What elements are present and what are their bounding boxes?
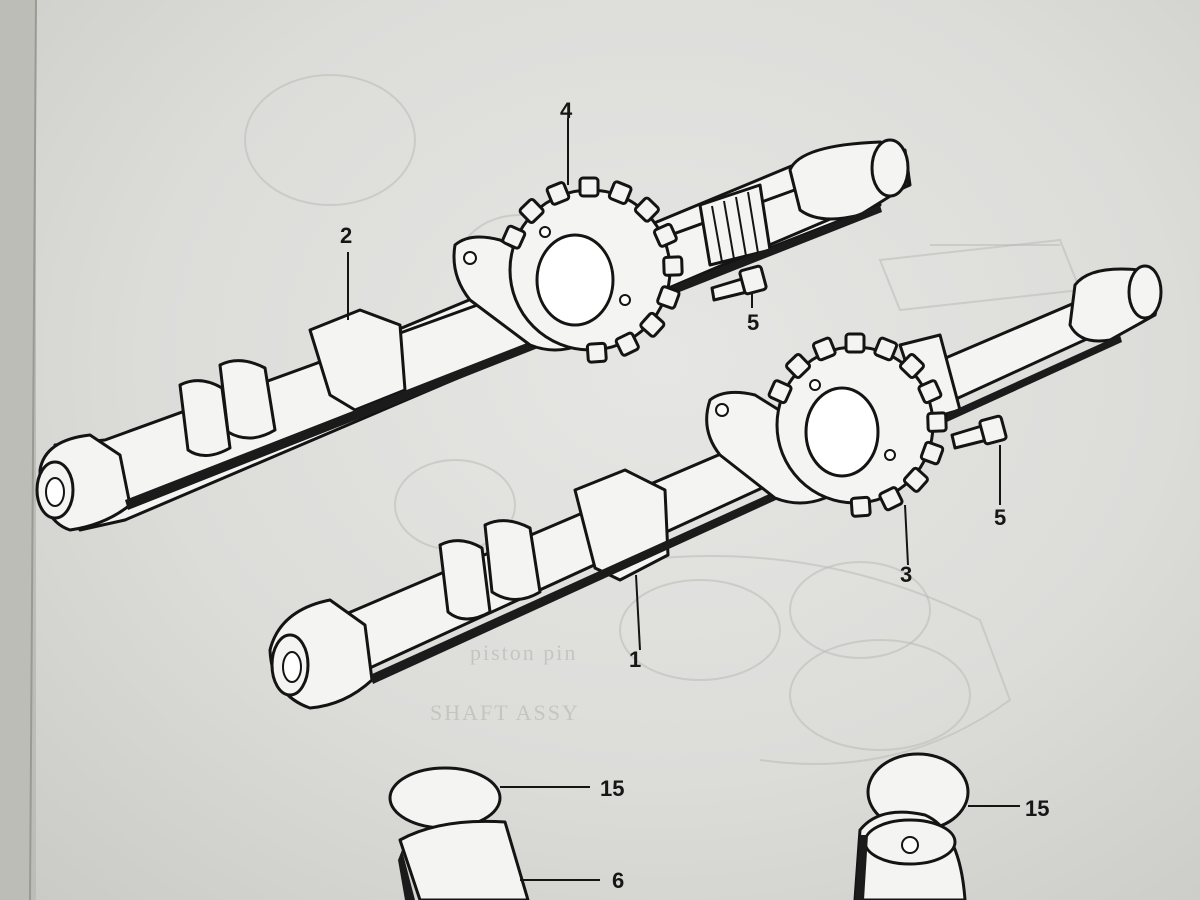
lifter-left xyxy=(398,819,530,900)
callout-15-left: 15 xyxy=(600,776,624,801)
bolt-upper xyxy=(710,264,768,302)
bleed-text-2: SHAFT ASSY xyxy=(430,700,580,725)
callout-5-lower: 5 xyxy=(994,505,1006,530)
sprocket-lower xyxy=(767,332,948,518)
callout-5-upper: 5 xyxy=(747,310,759,335)
leader-lines xyxy=(347,118,1020,881)
sprocket-upper xyxy=(501,176,684,364)
callout-4: 4 xyxy=(560,98,573,123)
bleed-text-1: piston pin xyxy=(470,640,577,665)
cap-left xyxy=(388,766,502,830)
lifter-right xyxy=(853,810,967,900)
callout-15-right: 15 xyxy=(1025,796,1049,821)
bolt-lower xyxy=(950,414,1008,450)
callout-6: 6 xyxy=(612,868,624,893)
callout-2: 2 xyxy=(340,223,352,248)
callout-1: 1 xyxy=(629,647,641,672)
callout-3: 3 xyxy=(900,562,912,587)
